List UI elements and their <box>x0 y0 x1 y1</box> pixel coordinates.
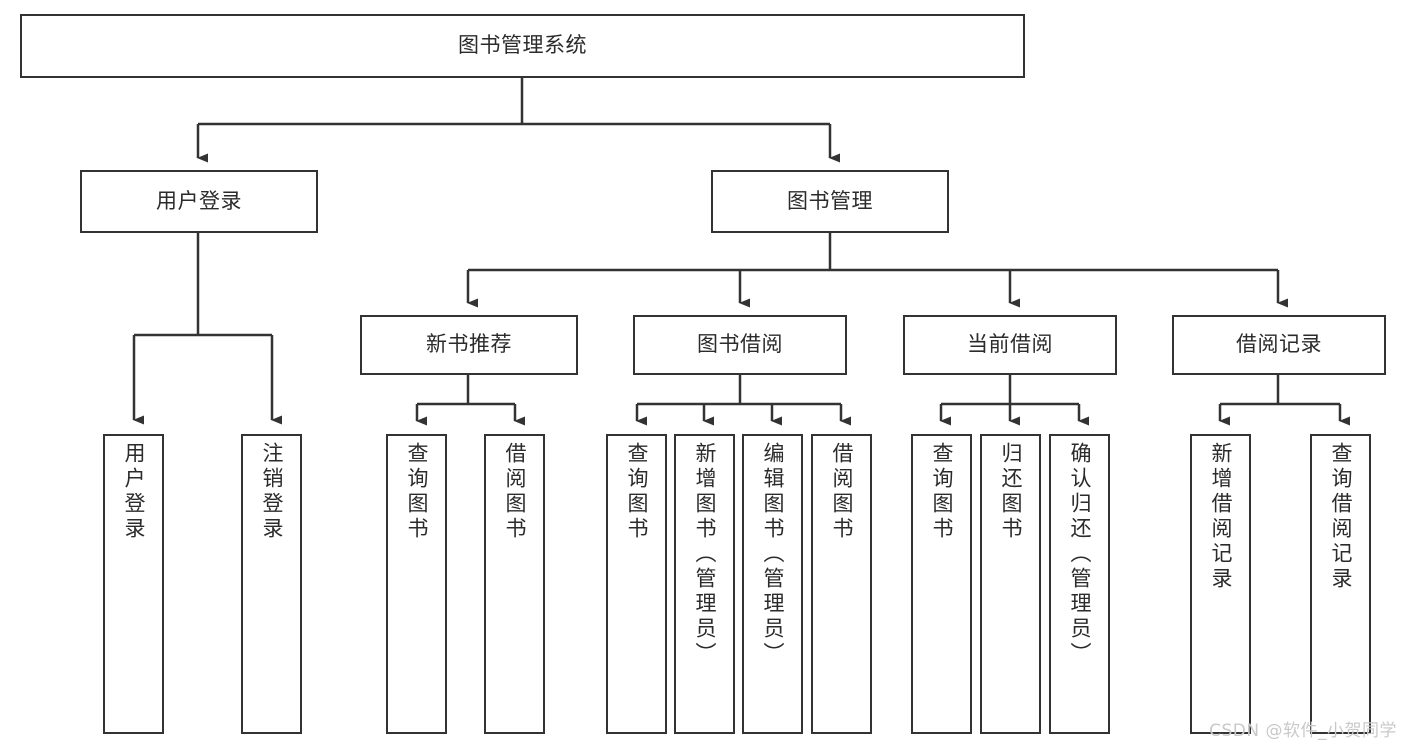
node-leaf-add-book-label: 新增图书（管理员） <box>693 442 717 667</box>
node-leaf-borrow-book-2-label: 借阅图书 <box>830 442 854 542</box>
node-borrow-record-label: 借阅记录 <box>1236 332 1322 357</box>
node-leaf-return-book-label: 归还图书 <box>999 442 1023 542</box>
node-leaf-add-record-label: 新增借阅记录 <box>1209 442 1233 592</box>
node-new-book-rec[interactable]: 新书推荐 <box>360 315 578 375</box>
node-user-login[interactable]: 用户登录 <box>80 170 318 233</box>
node-new-book-rec-label: 新书推荐 <box>426 332 512 357</box>
node-current-borrow-label: 当前借阅 <box>967 332 1053 357</box>
node-leaf-return-book[interactable]: 归还图书 <box>980 434 1041 734</box>
node-leaf-query-book-3[interactable]: 查询图书 <box>911 434 972 734</box>
node-leaf-query-book-3-label: 查询图书 <box>930 442 954 542</box>
node-leaf-add-book[interactable]: 新增图书（管理员） <box>674 434 735 734</box>
node-leaf-confirm-return[interactable]: 确认归还（管理员） <box>1049 434 1110 734</box>
node-leaf-user-logout[interactable]: 注销登录 <box>241 434 302 734</box>
node-leaf-user-login[interactable]: 用户登录 <box>103 434 164 734</box>
node-user-login-label: 用户登录 <box>156 188 242 213</box>
node-leaf-edit-book[interactable]: 编辑图书（管理员） <box>742 434 803 734</box>
node-book-manage-label: 图书管理 <box>787 188 873 213</box>
node-book-borrow[interactable]: 图书借阅 <box>633 315 847 375</box>
node-leaf-query-record[interactable]: 查询借阅记录 <box>1310 434 1371 734</box>
node-leaf-borrow-book-1-label: 借阅图书 <box>503 442 527 542</box>
node-leaf-borrow-book-1[interactable]: 借阅图书 <box>484 434 545 734</box>
node-leaf-borrow-book-2[interactable]: 借阅图书 <box>811 434 872 734</box>
node-leaf-confirm-return-label: 确认归还（管理员） <box>1068 442 1092 667</box>
node-leaf-query-book-2-label: 查询图书 <box>625 442 649 542</box>
node-leaf-query-book-1-label: 查询图书 <box>405 442 429 542</box>
node-leaf-edit-book-label: 编辑图书（管理员） <box>761 442 785 667</box>
node-root[interactable]: 图书管理系统 <box>20 14 1025 78</box>
node-book-manage[interactable]: 图书管理 <box>711 170 949 233</box>
node-root-label: 图书管理系统 <box>458 33 587 58</box>
node-current-borrow[interactable]: 当前借阅 <box>903 315 1117 375</box>
node-leaf-query-record-label: 查询借阅记录 <box>1329 442 1353 592</box>
node-book-borrow-label: 图书借阅 <box>697 332 783 357</box>
node-leaf-user-login-label: 用户登录 <box>122 442 146 542</box>
node-leaf-query-book-2[interactable]: 查询图书 <box>606 434 667 734</box>
node-borrow-record[interactable]: 借阅记录 <box>1172 315 1386 375</box>
node-leaf-add-record[interactable]: 新增借阅记录 <box>1190 434 1251 734</box>
node-leaf-query-book-1[interactable]: 查询图书 <box>386 434 447 734</box>
node-leaf-user-logout-label: 注销登录 <box>260 442 284 542</box>
csdn-watermark: CSDN @软件_小贺同学 <box>1209 721 1397 741</box>
